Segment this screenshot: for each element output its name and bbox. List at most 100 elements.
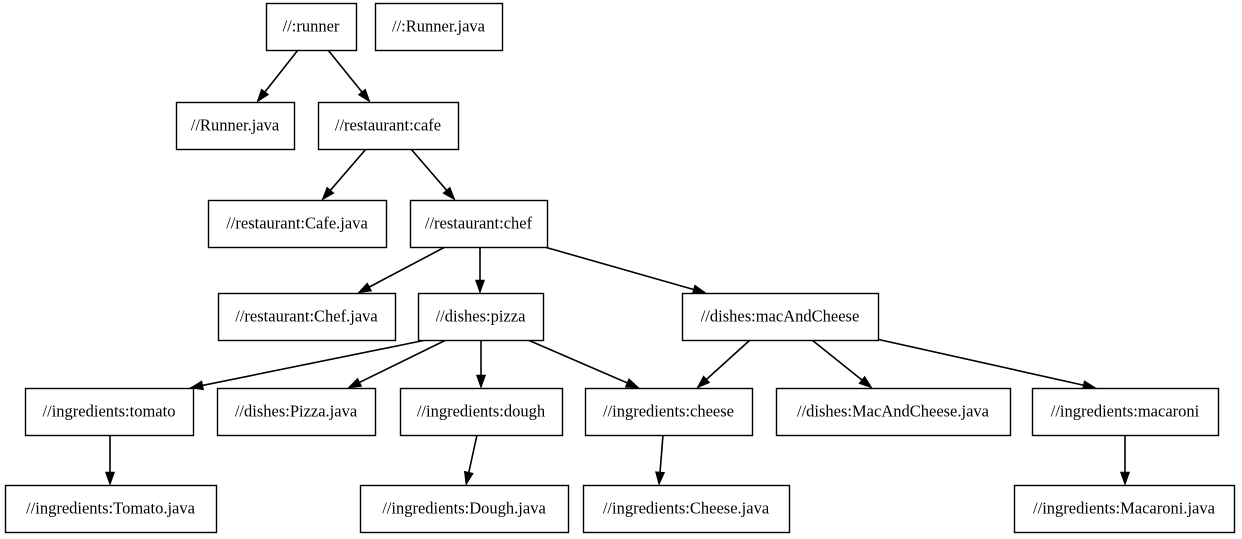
- graph-edge: [357, 246, 446, 294]
- node-box[interactable]: [775, 387, 1012, 437]
- graph-node-runner[interactable]: //:runner: [265, 2, 358, 52]
- graph-edge: [410, 148, 456, 201]
- edge-arrowhead-icon: [463, 470, 474, 486]
- edge-line: [410, 148, 449, 192]
- edge-line: [659, 434, 664, 474]
- node-label: //ingredients:tomato: [43, 401, 176, 420]
- edge-line: [201, 339, 427, 387]
- graph-edge: [463, 434, 478, 486]
- graph-node-dishes_mac_java[interactable]: //dishes:MacAndCheese.java: [775, 387, 1012, 437]
- node-box[interactable]: [409, 199, 549, 249]
- node-label: //ingredients:Cheese.java: [603, 498, 770, 517]
- edge-line: [327, 49, 364, 94]
- graph-edge: [696, 339, 751, 389]
- graph-edge: [104, 435, 116, 486]
- node-box[interactable]: [582, 484, 791, 534]
- node-label: //:Runner.java: [392, 16, 486, 35]
- graph-edge: [655, 434, 666, 486]
- node-box[interactable]: [359, 484, 570, 534]
- graph-edge: [527, 339, 640, 389]
- node-box[interactable]: [207, 199, 388, 249]
- node-box[interactable]: [374, 2, 504, 52]
- graph-edge: [871, 337, 1097, 391]
- edges-layer: [104, 49, 1131, 486]
- graph-node-dishes_pizza_java[interactable]: //dishes:Pizza.java: [216, 387, 377, 437]
- graph-node-restaurant_chef_java[interactable]: //restaurant:Chef.java: [217, 292, 397, 342]
- edge-arrowhead-icon: [655, 471, 666, 486]
- edge-line: [811, 339, 864, 382]
- graph-edge: [347, 339, 447, 389]
- graph-node-ing_dough_java[interactable]: //ingredients:Dough.java: [359, 484, 570, 534]
- node-label: //restaurant:Cafe.java: [226, 213, 368, 232]
- edge-arrowhead-icon: [321, 186, 335, 201]
- graph-node-restaurant_cafe_java[interactable]: //restaurant:Cafe.java: [207, 199, 388, 249]
- node-label: //dishes:macAndCheese: [701, 306, 860, 325]
- graph-edge: [321, 148, 367, 201]
- node-label: //dishes:pizza: [436, 306, 526, 325]
- node-box[interactable]: [1013, 484, 1236, 534]
- graph-node-ing_tomato_java[interactable]: //ingredients:Tomato.java: [4, 484, 218, 534]
- node-label: //dishes:Pizza.java: [235, 401, 358, 420]
- graph-node-restaurant_chef[interactable]: //restaurant:chef: [409, 199, 549, 249]
- graph-node-runner_java[interactable]: //Runner.java: [175, 101, 296, 151]
- node-box[interactable]: [681, 292, 880, 342]
- graph-node-restaurant_cafe[interactable]: //restaurant:cafe: [317, 101, 460, 151]
- node-box[interactable]: [317, 101, 460, 151]
- edge-arrowhead-icon: [104, 471, 116, 486]
- edge-line: [527, 339, 629, 385]
- edge-arrowhead-icon: [189, 380, 205, 391]
- node-box[interactable]: [265, 2, 358, 52]
- node-label: //ingredients:Tomato.java: [26, 498, 196, 517]
- node-box[interactable]: [24, 387, 195, 437]
- graph-edge: [533, 243, 707, 295]
- edge-arrowhead-icon: [474, 279, 486, 294]
- graph-node-ing_tomato[interactable]: //ingredients:tomato: [24, 387, 195, 437]
- node-box[interactable]: [584, 387, 754, 437]
- graph-edge: [1119, 435, 1131, 486]
- graph-node-ing_cheese[interactable]: //ingredients:cheese: [584, 387, 754, 437]
- node-label: //:runner: [283, 16, 340, 35]
- node-label: //ingredients:dough: [417, 401, 546, 420]
- graph-node-runner_java_root[interactable]: //:Runner.java: [374, 2, 504, 52]
- node-label: //ingredients:Macaroni.java: [1033, 498, 1216, 517]
- node-box[interactable]: [1031, 387, 1220, 437]
- graph-node-dishes_macandcheese[interactable]: //dishes:macAndCheese: [681, 292, 880, 342]
- node-label: //ingredients:macaroni: [1051, 401, 1200, 420]
- graph-edge: [811, 339, 873, 389]
- edge-arrowhead-icon: [357, 88, 371, 103]
- edge-line: [328, 148, 367, 192]
- node-box[interactable]: [399, 387, 564, 437]
- edge-arrowhead-icon: [442, 186, 456, 201]
- graph-edge: [474, 247, 486, 294]
- graph-node-ing_cheese_java[interactable]: //ingredients:Cheese.java: [582, 484, 791, 534]
- node-box[interactable]: [417, 292, 545, 342]
- edge-arrowhead-icon: [357, 282, 373, 294]
- graph-node-ing_macaroni[interactable]: //ingredients:macaroni: [1031, 387, 1220, 437]
- graph-edge: [189, 339, 427, 391]
- edge-line: [467, 434, 478, 474]
- node-label: //restaurant:cafe: [335, 115, 441, 134]
- graph-node-ing_macaroni_java[interactable]: //ingredients:Macaroni.java: [1013, 484, 1236, 534]
- node-box[interactable]: [216, 387, 377, 437]
- node-label: //ingredients:cheese: [603, 401, 734, 420]
- nodes-layer: //:runner //:Runner.java //Runner.java //re…: [4, 2, 1236, 534]
- node-box[interactable]: [217, 292, 397, 342]
- node-label: //dishes:MacAndCheese.java: [797, 401, 990, 420]
- node-box[interactable]: [175, 101, 296, 151]
- node-label: //Runner.java: [191, 115, 280, 134]
- edge-line: [533, 243, 696, 291]
- graph-edge: [327, 49, 371, 103]
- edge-arrowhead-icon: [858, 375, 873, 389]
- edge-line: [357, 339, 447, 384]
- graph-node-dishes_pizza[interactable]: //dishes:pizza: [417, 292, 545, 342]
- node-label: //ingredients:Dough.java: [382, 498, 546, 517]
- edge-line: [704, 339, 751, 381]
- graph-node-ing_dough[interactable]: //ingredients:dough: [399, 387, 564, 437]
- edge-arrowhead-icon: [475, 374, 487, 389]
- graph-edge: [256, 49, 299, 103]
- node-box[interactable]: [4, 484, 218, 534]
- edge-line: [367, 246, 446, 289]
- node-label: //restaurant:chef: [425, 213, 533, 232]
